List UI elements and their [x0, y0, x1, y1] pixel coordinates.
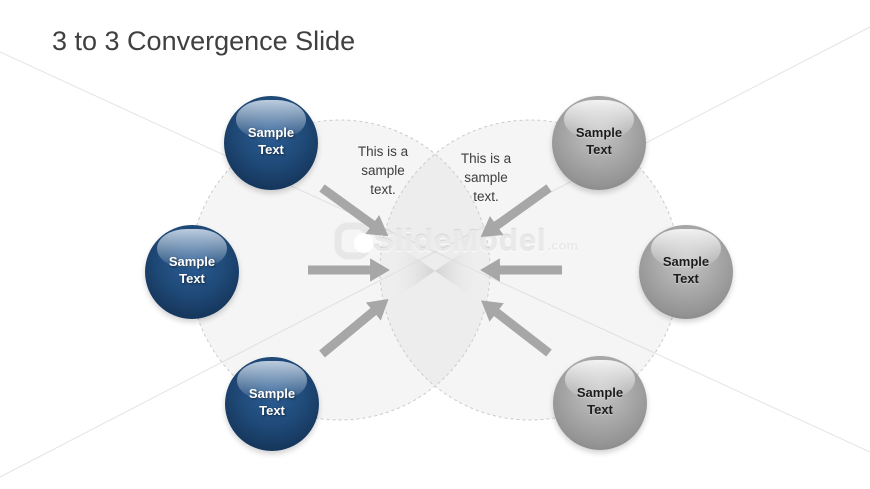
- arrow-right-bottom: [481, 300, 552, 357]
- slide-title: 3 to 3 Convergence Slide: [52, 26, 356, 56]
- sphere-label: Sample Text: [662, 254, 710, 286]
- sphere-left-bottom: Sample Text: [225, 357, 319, 451]
- sphere-label: Sample Text: [247, 125, 295, 157]
- sphere-left-middle: Sample Text: [145, 225, 239, 319]
- arrow-right-top: [480, 184, 552, 238]
- sphere-right-middle: Sample Text: [639, 225, 733, 319]
- sphere-label: Sample Text: [576, 385, 624, 417]
- sphere-right-bottom: Sample Text: [553, 356, 647, 450]
- sphere-right-top: Sample Text: [552, 96, 646, 190]
- arrow-left-top: [319, 184, 389, 237]
- sphere-label: Sample Text: [248, 386, 296, 418]
- sphere-label: Sample Text: [575, 125, 623, 157]
- caption-right: This is a sample text.: [460, 151, 512, 204]
- convergence-triangle-left: [377, 231, 435, 311]
- sphere-label: Sample Text: [168, 254, 216, 286]
- watermark-diagonal-line: [0, 51, 870, 453]
- sphere-left-top: Sample Text: [224, 96, 318, 190]
- caption-left: This is a sample text.: [357, 144, 409, 197]
- arrow-left-bottom: [319, 298, 389, 358]
- watermark-diagonal-line: [0, 26, 870, 478]
- convergence-triangle-right: [435, 231, 493, 311]
